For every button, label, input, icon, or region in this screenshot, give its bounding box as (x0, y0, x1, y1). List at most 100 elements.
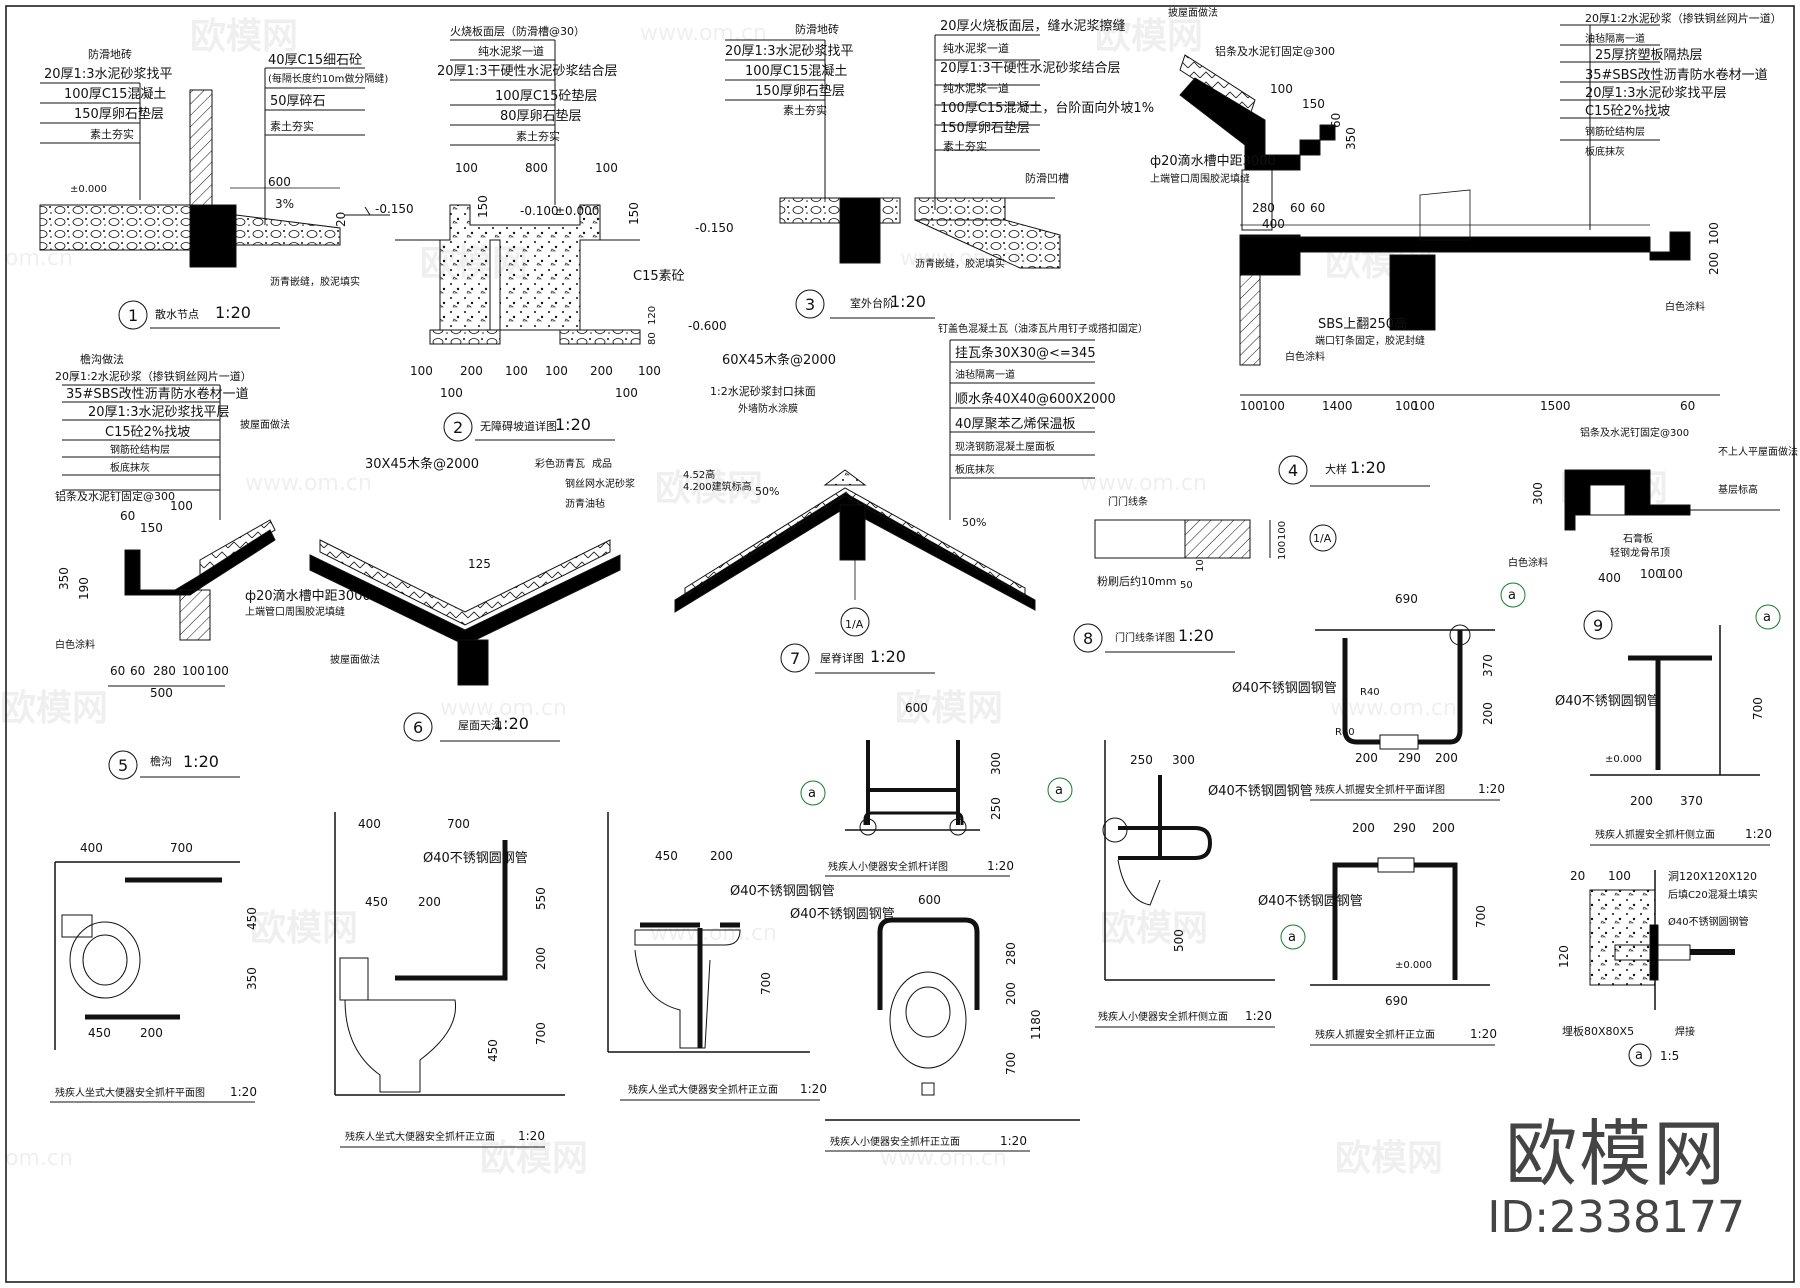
svg-text:外墙防水涂膜: 外墙防水涂膜 (738, 402, 798, 415)
svg-text:欧模网: 欧模网 (1335, 1138, 1443, 1179)
svg-text:欧模网: 欧模网 (0, 688, 108, 729)
svg-text:残疾人坐式大便器安全抓杆正立面: 残疾人坐式大便器安全抓杆正立面 (628, 1083, 778, 1096)
svg-text:±0.000: ±0.000 (1605, 754, 1642, 765)
svg-text:C15砼2%找坡: C15砼2%找坡 (105, 425, 190, 440)
detail-6-valley (309, 539, 621, 686)
svg-text:1400: 1400 (1322, 399, 1353, 413)
svg-text:门门线条详图: 门门线条详图 (1115, 631, 1175, 644)
detail-4-text: 披屋面做法 20厚1:2水泥砂浆（掺铁铜丝网片一道） 油毡隔离一道 25厚挤塑板… (1150, 6, 1782, 487)
svg-text:1:20: 1:20 (1350, 458, 1386, 477)
toilet-side (607, 812, 810, 1053)
svg-text:成品: 成品 (592, 458, 612, 470)
svg-text:20厚1:3干硬性水泥砂浆结合层: 20厚1:3干硬性水泥砂浆结合层 (940, 61, 1120, 76)
svg-text:100: 100 (615, 386, 638, 400)
svg-text:2: 2 (453, 418, 463, 437)
svg-text:沥青嵌缝，胶泥填实: 沥青嵌缝，胶泥填实 (915, 257, 1005, 270)
svg-text:60: 60 (1310, 201, 1325, 215)
urinal-detail-text: 600 300 250 a 残疾人小便器安全抓杆详图 1:20 (800, 701, 1014, 877)
detail-9-text: 铝条及水泥钉固定@300 不上人平屋面做法 基层标高 白色涂料 石膏板 轻钢龙骨… (1508, 426, 1798, 640)
svg-text:防滑地砖: 防滑地砖 (795, 22, 839, 36)
svg-text:150: 150 (476, 195, 490, 218)
svg-text:20厚1:3水泥砂浆找平: 20厚1:3水泥砂浆找平 (44, 67, 172, 82)
svg-text:www.om.cn: www.om.cn (640, 21, 767, 46)
svg-text:800: 800 (525, 161, 548, 175)
detail-7-text: 60X45木条@2000 1:2水泥砂浆封口抹面 外墙防水涂膜 钉盖色混凝土瓦（… (683, 322, 1148, 674)
svg-text:1:5: 1:5 (1660, 1049, 1679, 1063)
svg-text:残疾人小便器安全抓杆详图: 残疾人小便器安全抓杆详图 (828, 860, 948, 873)
svg-text:700: 700 (1474, 905, 1488, 928)
svg-text:www.om.cn: www.om.cn (880, 1146, 1007, 1171)
svg-text:500: 500 (1172, 929, 1186, 952)
svg-text:板底抹灰: 板底抹灰 (955, 463, 995, 476)
svg-text:35#SBS改性沥青防水卷材一道: 35#SBS改性沥青防水卷材一道 (1585, 67, 1768, 83)
svg-text:白色涂料: 白色涂料 (1285, 350, 1325, 363)
svg-text:25厚挤塑板隔热层: 25厚挤塑板隔热层 (1595, 48, 1703, 63)
svg-text:200: 200 (140, 1026, 163, 1040)
detail-5-text: 檐沟做法 20厚1:2水泥砂浆（掺铁铜丝网片一道） 35#SBS改性沥青防水卷材… (55, 352, 371, 780)
svg-text:1:20: 1:20 (555, 415, 591, 434)
svg-text:后填C20混凝土填实: 后填C20混凝土填实 (1668, 888, 1758, 901)
svg-text:60X45木条@2000: 60X45木条@2000 (722, 352, 836, 368)
svg-text:100: 100 (182, 664, 205, 678)
svg-text:白色涂料: 白色涂料 (55, 638, 95, 651)
svg-text:50: 50 (1180, 580, 1193, 591)
svg-text:www.om.cn: www.om.cn (1080, 471, 1207, 496)
svg-text:100: 100 (1608, 869, 1631, 883)
svg-text:上端管口周围胶泥填缝: 上端管口周围胶泥填缝 (245, 605, 345, 618)
svg-text:素土夯实: 素土夯实 (270, 119, 314, 133)
svg-text:200: 200 (1432, 821, 1455, 835)
urinal-side-text: 250 300 Ø40不锈钢圆钢管 500 a 残疾人小便器安全抓杆侧立面 1:… (1047, 753, 1313, 1028)
toilet-side-text: 450 200 Ø40不锈钢圆钢管 700 残疾人坐式大便器安全抓杆正立面 1:… (620, 849, 835, 1101)
svg-text:400: 400 (358, 817, 381, 831)
urinal-front (825, 917, 1080, 1121)
svg-text:200: 200 (1355, 751, 1378, 765)
svg-text:±0.000: ±0.000 (70, 184, 107, 195)
svg-text:600: 600 (268, 175, 291, 189)
svg-text:20厚1:2水泥砂浆（掺铁铜丝网片一道）: 20厚1:2水泥砂浆（掺铁铜丝网片一道） (55, 369, 252, 383)
svg-text:40厚聚苯乙烯保温板: 40厚聚苯乙烯保温板 (955, 417, 1076, 432)
svg-text:400: 400 (1598, 571, 1621, 585)
svg-text:60: 60 (1329, 113, 1343, 128)
svg-text:6: 6 (413, 718, 423, 737)
svg-text:1/A: 1/A (845, 618, 864, 631)
svg-text:a: a (1288, 930, 1296, 945)
svg-text:残疾人抓握安全抓杆平面详图: 残疾人抓握安全抓杆平面详图 (1315, 783, 1445, 796)
svg-text:20厚1:2水泥砂浆（掺铁铜丝网片一道）: 20厚1:2水泥砂浆（掺铁铜丝网片一道） (1585, 11, 1782, 25)
svg-text:www.om.cn: www.om.cn (245, 471, 372, 496)
grab-bar-front-text: 200 290 200 Ø40不锈钢圆钢管 700 ±0.000 690 a 残… (1258, 821, 1497, 1046)
svg-text:基层标高: 基层标高 (1718, 483, 1758, 496)
svg-text:450: 450 (365, 895, 388, 909)
svg-text:1180: 1180 (1029, 1009, 1043, 1040)
svg-text:Ø40不锈钢圆钢管: Ø40不锈钢圆钢管 (790, 907, 895, 922)
detail-1-apron (39, 67, 390, 268)
svg-text:沥青油毡: 沥青油毡 (565, 497, 605, 510)
svg-text:450: 450 (245, 907, 259, 930)
svg-text:100厚C15砼垫层: 100厚C15砼垫层 (495, 88, 597, 104)
svg-text:50%: 50% (962, 516, 986, 529)
svg-text:450: 450 (486, 1039, 500, 1062)
svg-text:板底抹灰: 板底抹灰 (1585, 145, 1625, 158)
svg-text:a: a (1055, 783, 1063, 798)
grab-bar-side-text: Ø40不锈钢圆钢管 700 ±0.000 200 370 a 残疾人抓握安全抓杆… (1555, 604, 1781, 846)
svg-text:钢筋砼结构层: 钢筋砼结构层 (110, 443, 170, 456)
detail-2-ramp (395, 39, 641, 345)
svg-text:40厚C15细石砼: 40厚C15细石砼 (268, 53, 362, 68)
svg-text:700: 700 (1751, 697, 1765, 720)
svg-text:檐沟做法: 檐沟做法 (80, 352, 124, 366)
svg-text:700: 700 (447, 817, 470, 831)
svg-text:700: 700 (534, 1022, 548, 1045)
svg-text:550: 550 (534, 887, 548, 910)
svg-text:欧模网: 欧模网 (1095, 16, 1203, 57)
urinal-side (1102, 740, 1275, 981)
svg-text:防滑地砖: 防滑地砖 (88, 47, 132, 61)
svg-text:600: 600 (918, 893, 941, 907)
svg-text:20: 20 (1570, 869, 1585, 883)
svg-text:80厚卵石垫层: 80厚卵石垫层 (500, 108, 582, 124)
svg-text:1:20: 1:20 (1470, 1027, 1497, 1041)
svg-text:120: 120 (647, 306, 658, 325)
svg-text:35#SBS改性沥青防水卷材一道: 35#SBS改性沥青防水卷材一道 (66, 386, 249, 402)
svg-text:120: 120 (1557, 945, 1571, 968)
detail-2-text: 火烧板面层（防滑槽@30） 纯水泥浆一道 20厚1:3干硬性水泥砂浆结合层 10… (410, 24, 734, 442)
svg-text:100: 100 (440, 386, 463, 400)
svg-text:1:20: 1:20 (493, 714, 529, 733)
